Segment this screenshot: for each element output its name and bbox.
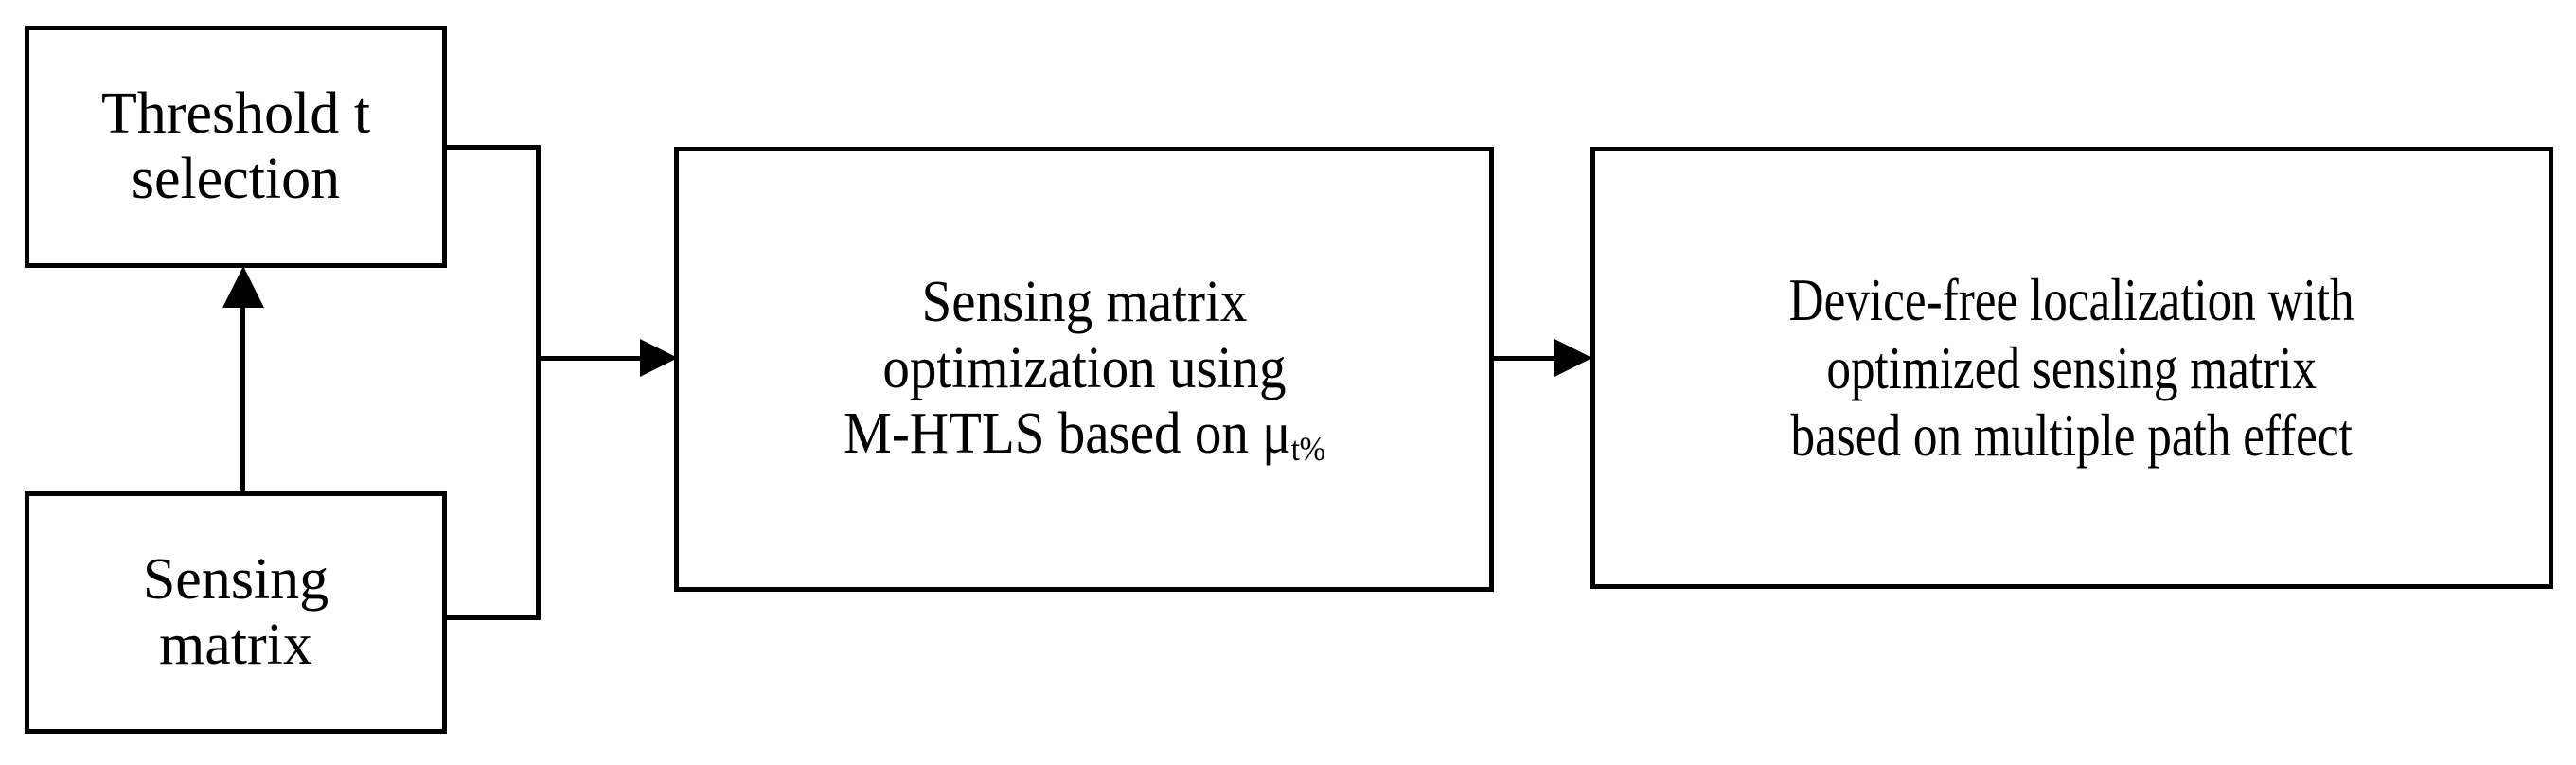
mu-subscript: t% [1290,430,1325,469]
localization-line-2: optimized sensing matrix [1826,333,2318,401]
arrow-right-icon [640,339,678,377]
arrow-optimization-to-localization-shaft [1494,356,1579,361]
sensing-line-2: matrix [159,613,312,677]
optimization-line-1: Sensing matrix [921,270,1247,335]
threshold-line-2: selection [131,147,341,211]
mu-symbol: μ [1261,401,1291,467]
sensing-line-1: Sensing [142,546,329,612]
arrow-sensing-to-threshold-shaft [240,284,245,494]
localization-line-1: Device-free localization with [1788,265,2355,333]
optimization-line-2: optimization using [881,335,1287,400]
arrow-right-icon [1554,339,1592,377]
arrow-bus-to-optimization-shaft [536,356,651,361]
arrow-up-icon [222,266,264,308]
connector-sensing-to-bus [443,615,541,620]
threshold-line-1: Threshold t [100,80,371,146]
connector-vertical-bus [536,145,541,620]
connector-threshold-to-bus [443,145,541,150]
optimization-line-3: M-HTLS based on [843,401,1262,467]
localization-line-3: based on multiple path effect [1790,401,2354,470]
